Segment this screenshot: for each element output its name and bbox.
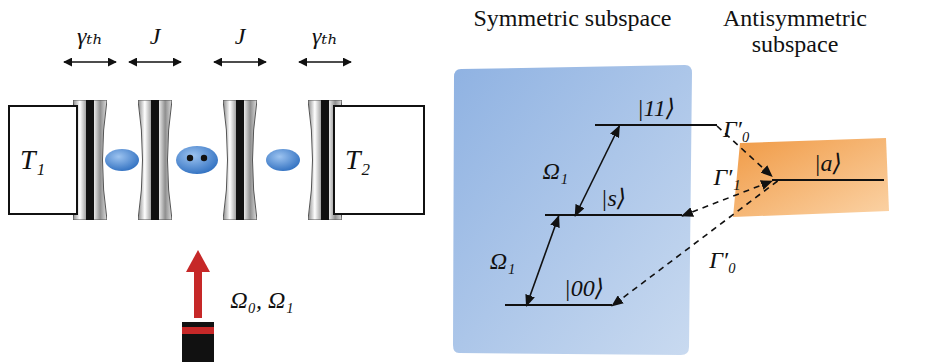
laser-beam-head [186,250,210,272]
symbol-label: J [150,23,161,49]
laser-band [182,327,214,334]
state-label: |00⟩ [505,275,612,301]
subspace-panel: Symmetric subspace|11⟩|s⟩|00⟩ [445,5,700,355]
mirror [138,100,172,220]
decay-arrow [612,181,778,306]
laser [182,322,214,362]
panel-fill [733,138,889,217]
energy-level: |11⟩ [595,95,717,126]
drive-arrow [526,216,558,306]
rate-label: Γ′₀ [709,246,736,272]
symbol-label: J [235,23,246,49]
reservoir-box: T₂ [333,105,425,215]
coupling-arrow [64,61,116,63]
symbol-label: Ω₀, Ω₁ [230,287,293,313]
energy-level: |s⟩ [545,185,682,216]
reservoir-label: T₂ [345,145,370,176]
reservoir-label: T₁ [20,145,45,176]
qubit-dot [187,155,193,161]
rate-label: Γ′₀ [723,116,750,142]
coupling-arrow [299,61,351,63]
rate-label: Ω₁ [490,248,516,274]
mirror [73,100,107,220]
panel-heading: Symmetric subspace [445,5,700,31]
cavity-mode [105,149,139,171]
symbol-label: γₜₕ [77,23,103,49]
panel-heading: Antisymmetric subspace [700,5,890,58]
reservoir-box: T₁ [8,105,78,215]
energy-level: |00⟩ [505,275,612,306]
central-cavity [176,146,218,174]
rate-label: Ω₁ [542,158,568,184]
mirror [223,100,257,220]
state-label: |s⟩ [545,185,682,211]
coupling-arrow [214,61,266,63]
symbol-label: γₜₕ [312,23,338,49]
energy-level: |a⟩ [772,150,884,181]
drive-arrow [575,126,619,216]
qubit-dot [201,155,207,161]
state-label: |11⟩ [595,95,717,121]
coupling-arrow [129,61,181,63]
panel-shape [445,5,700,355]
rate-label: Γ′₁ [713,163,740,189]
state-label: |a⟩ [772,150,884,176]
cavity-mode [266,149,300,171]
laser-beam [194,270,202,318]
